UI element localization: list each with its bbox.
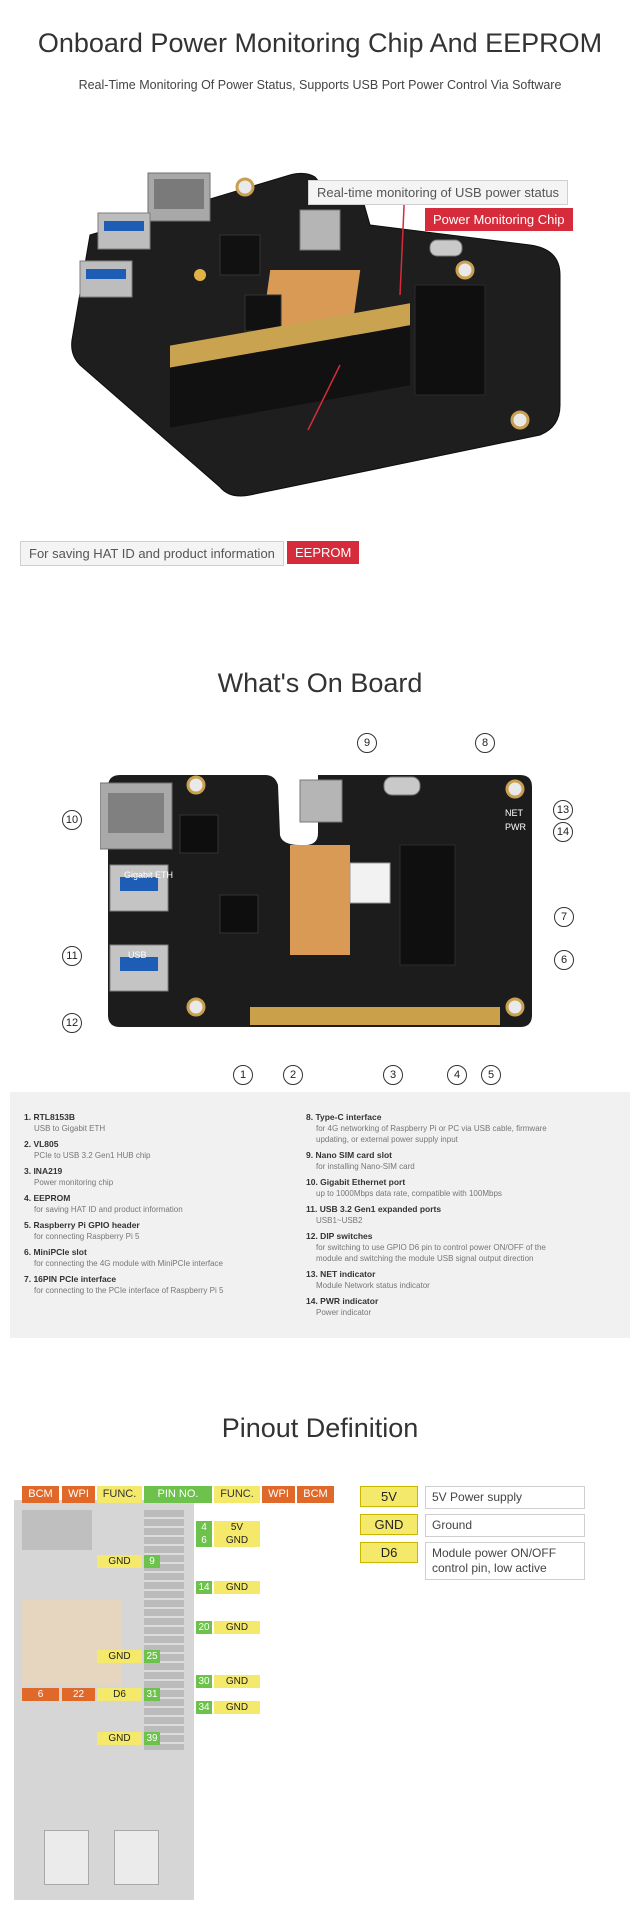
pin-number-right: 34 — [196, 1701, 212, 1714]
callout-usb-power: Real-time monitoring of USB power status — [308, 180, 569, 205]
pin-func-right: GND — [214, 1621, 260, 1634]
callout-eeprom: EEPROM — [287, 541, 360, 564]
pin-wpi-left: 22 — [62, 1688, 95, 1701]
board-photo-whats-on-board — [99, 745, 540, 1030]
board-component — [22, 1510, 92, 1550]
pin-number-left: 25 — [144, 1650, 160, 1663]
marker-12: 12 — [62, 1013, 82, 1033]
pin-func-right: GND — [214, 1534, 260, 1547]
board-module-pad — [22, 1600, 122, 1685]
marker-4: 4 — [447, 1065, 467, 1085]
pin-header-func-right: FUNC. — [214, 1486, 260, 1503]
legend-value-5v: 5V Power supply — [425, 1486, 585, 1509]
gpio-header — [170, 303, 410, 428]
section2-title: What's On Board — [217, 668, 423, 698]
pin-func-left: D6 — [97, 1688, 142, 1701]
legend-value-d6: Module power ON/OFF control pin, low act… — [425, 1542, 585, 1580]
pin-number-left: 39 — [144, 1732, 160, 1745]
pin-func-right: 5V — [214, 1521, 260, 1534]
pin-header-bcm-right: BCM — [297, 1486, 334, 1503]
pin-number-left: 9 — [144, 1555, 160, 1568]
pin-number-right: 4 — [196, 1521, 212, 1534]
marker-1: 1 — [233, 1065, 253, 1085]
callout-hat-id: For saving HAT ID and product informatio… — [20, 541, 284, 566]
label-net: NET — [505, 808, 523, 818]
pin-header-func: FUNC. — [97, 1486, 142, 1503]
marker-14: 14 — [553, 822, 573, 842]
marker-5: 5 — [481, 1065, 501, 1085]
usb-port — [44, 1830, 89, 1885]
marker-11: 11 — [62, 946, 82, 966]
marker-13: 13 — [553, 800, 573, 820]
section3-title: Pinout Definition — [221, 1413, 419, 1443]
pin-number-right: 30 — [196, 1675, 212, 1688]
marker-2: 2 — [283, 1065, 303, 1085]
pin-header-pin-no: PIN NO. — [144, 1486, 212, 1503]
legend-value-d6-line2: control pin, low active — [432, 1561, 547, 1575]
pin-func-right: GND — [214, 1701, 260, 1714]
legend-value-d6-line1: Module power ON/OFF — [432, 1546, 557, 1560]
legend-key-gnd: GND — [360, 1514, 418, 1535]
legend-key-d6: D6 — [360, 1542, 418, 1563]
marker-9: 9 — [357, 733, 377, 753]
pin-func-left: GND — [97, 1732, 142, 1745]
pin-number-right: 20 — [196, 1621, 212, 1634]
board-photo-power-monitor — [60, 165, 580, 545]
pin-number-right: 6 — [196, 1534, 212, 1547]
board-illustration — [71, 172, 561, 497]
label-pwr: PWR — [505, 822, 526, 832]
marker-7: 7 — [554, 907, 574, 927]
gpio-pin-column — [144, 1510, 184, 1750]
section1-title: Onboard Power Monitoring Chip And EEPROM — [37, 28, 603, 58]
marker-6: 6 — [554, 950, 574, 970]
pin-func-left: GND — [97, 1650, 142, 1663]
board-topview-illustration — [99, 775, 532, 1027]
label-usb: USB — [128, 950, 147, 960]
marker-10: 10 — [62, 810, 82, 830]
marker-8: 8 — [475, 733, 495, 753]
section1-subtitle: Real-Time Monitoring Of Power Status, Su… — [78, 78, 562, 92]
pin-number-right: 14 — [196, 1581, 212, 1594]
marker-3: 3 — [383, 1065, 403, 1085]
pin-func-right: GND — [214, 1581, 260, 1594]
pin-header-wpi-right: WPI — [262, 1486, 295, 1503]
pin-number-left: 31 — [144, 1688, 160, 1701]
pin-bcm-left: 6 — [22, 1688, 59, 1701]
legend-key-5v: 5V — [360, 1486, 418, 1507]
usb-port — [114, 1830, 159, 1885]
legend-value-gnd: Ground — [425, 1514, 585, 1537]
pin-header-wpi: WPI — [62, 1486, 95, 1503]
label-gigabit-eth: Gigabit ETH — [124, 870, 174, 880]
callout-power-monitoring-chip: Power Monitoring Chip — [425, 208, 573, 231]
pin-func-left: GND — [97, 1555, 142, 1568]
pin-header-bcm: BCM — [22, 1486, 59, 1503]
pin-func-right: GND — [214, 1675, 260, 1688]
